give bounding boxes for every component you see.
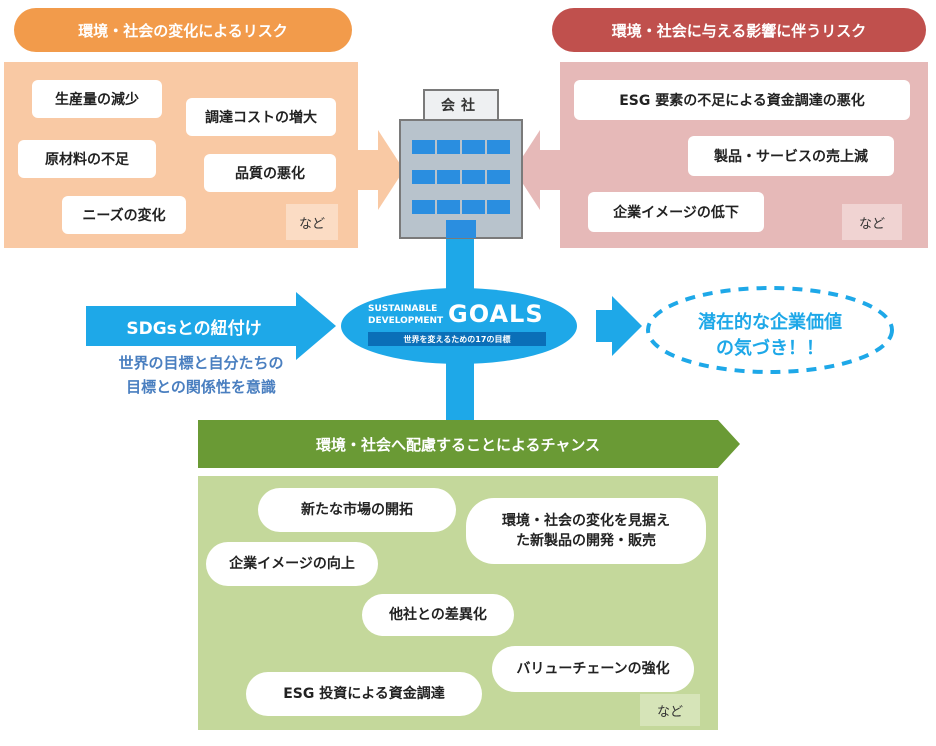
left-risk-etc: など — [286, 204, 338, 240]
sdgs-arrow — [86, 292, 336, 360]
risk-item-quality-decline: 品質の悪化 — [204, 154, 336, 192]
chance-item-esg-investment: ESG 投資による資金調達 — [246, 672, 482, 716]
chance-item-image-improve: 企業イメージの向上 — [206, 542, 378, 586]
risk-item-material-shortage: 原材料の不足 — [18, 140, 156, 178]
left-risk-arrow — [358, 130, 404, 210]
value-arrow — [596, 296, 642, 356]
sdgs-desc-line1: 世界の目標と自分たちの — [118, 354, 284, 372]
chance-item-new-market: 新たな市場の開拓 — [258, 488, 456, 532]
sdgs-logo-goals: GOALS — [448, 300, 544, 328]
chance-item-new-product-text: 環境・社会の変化を見据え た新製品の開発・販売 — [502, 512, 670, 549]
chance-title: 環境・社会へ配慮することによるチャンス — [315, 435, 601, 454]
risk-item-image-decline: 企業イメージの低下 — [588, 192, 764, 232]
chance-item-value-chain: バリューチェーンの強化 — [492, 646, 694, 692]
sdgs-link-label: SDGsとの紐付け — [126, 318, 262, 339]
company-sign: 会社 — [441, 98, 481, 114]
sdgs-logo-line2: DEVELOPMENT — [368, 316, 444, 326]
right-risk-arrow — [514, 130, 560, 210]
risk-item-esg-funding: ESG 要素の不足による資金調達の悪化 — [574, 80, 910, 120]
chance-title-arrow — [198, 420, 740, 468]
sdgs-logo-sub-bar: 世界を変えるための17の目標 — [368, 332, 546, 346]
sdgs-logo-sub: 世界を変えるための17の目標 — [403, 334, 511, 344]
risk-item-production-decrease: 生産量の減少 — [32, 80, 162, 118]
chance-item-differentiation: 他社との差異化 — [362, 594, 514, 636]
sdgs-desc-line2: 目標との関係性を意識 — [126, 378, 276, 396]
chance-item-new-product: 環境・社会の変化を見据え た新製品の開発・販売 — [466, 498, 706, 564]
sdgs-logo-line1: SUSTAINABLE — [368, 304, 438, 314]
risk-item-needs-change: ニーズの変化 — [62, 196, 186, 234]
sdgs-logo: SUSTAINABLE DEVELOPMENT GOALS 世界を変えるための1… — [362, 298, 552, 352]
chance-etc: など — [640, 694, 700, 726]
risk-item-sales-decrease: 製品・サービスの売上減 — [688, 136, 894, 176]
risk-item-procurement-cost: 調達コストの増大 — [186, 98, 336, 136]
right-risk-etc: など — [842, 204, 902, 240]
value-line2: の気づき！！ — [716, 338, 824, 359]
value-line1: 潜在的な企業価値 — [698, 312, 842, 333]
left-risk-title: 環境・社会の変化によるリスク — [14, 8, 352, 52]
value-dashed-oval — [646, 286, 894, 374]
right-risk-title: 環境・社会に与える影響に伴うリスク — [552, 8, 926, 52]
company-building-icon — [399, 89, 523, 239]
